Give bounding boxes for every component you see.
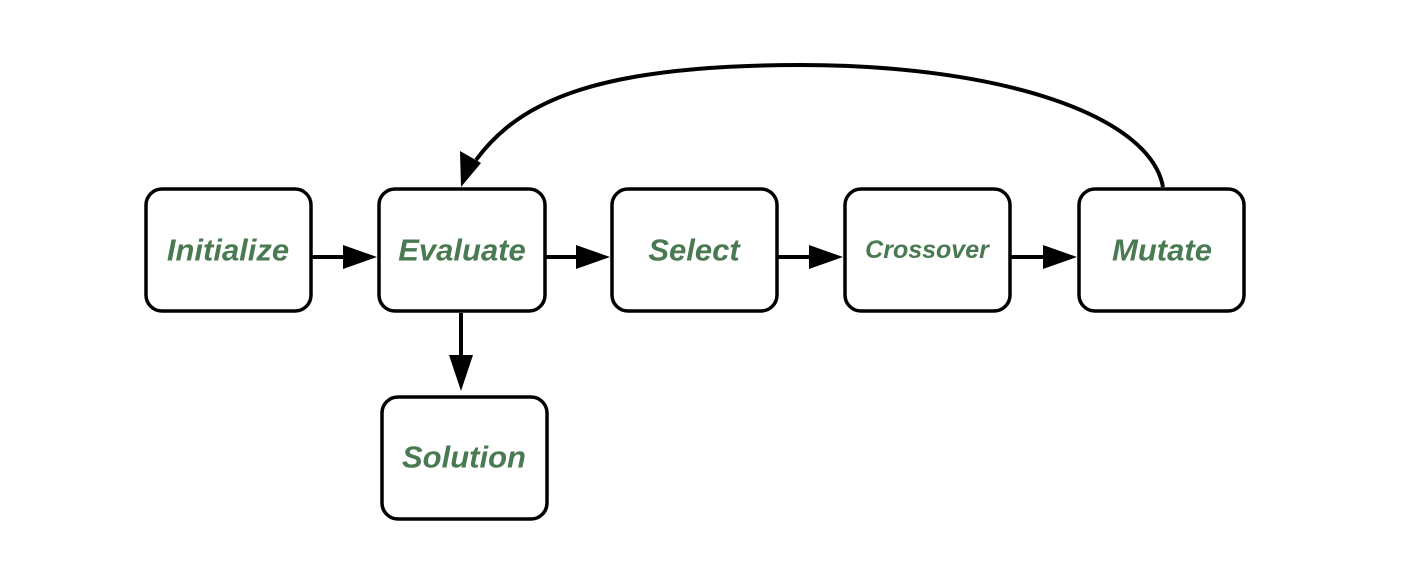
node-mutate-label: Mutate xyxy=(1112,233,1212,268)
arrowhead-evaluate-select xyxy=(576,245,610,269)
node-evaluate-label: Evaluate xyxy=(398,233,526,268)
node-select: Select xyxy=(610,187,779,313)
node-crossover-label: Crossover xyxy=(865,236,990,264)
node-crossover: Crossover xyxy=(843,187,1012,313)
arrowhead-initialize-evaluate xyxy=(343,245,377,269)
node-solution: Solution xyxy=(380,395,549,521)
edge-mutate-evaluate-loop xyxy=(474,62,1165,188)
node-solution-label: Solution xyxy=(402,440,526,475)
node-initialize-label: Initialize xyxy=(167,233,289,268)
edges xyxy=(311,62,1165,391)
arrowhead-mutate-evaluate-loop xyxy=(460,151,481,187)
node-mutate: Mutate xyxy=(1077,187,1246,313)
node-select-label: Select xyxy=(648,233,741,268)
arrowhead-select-crossover xyxy=(809,245,843,269)
arrowhead-evaluate-solution xyxy=(449,355,473,391)
node-initialize: Initialize xyxy=(144,187,313,313)
arrowhead-crossover-mutate xyxy=(1043,245,1077,269)
node-evaluate: Evaluate xyxy=(377,187,547,313)
